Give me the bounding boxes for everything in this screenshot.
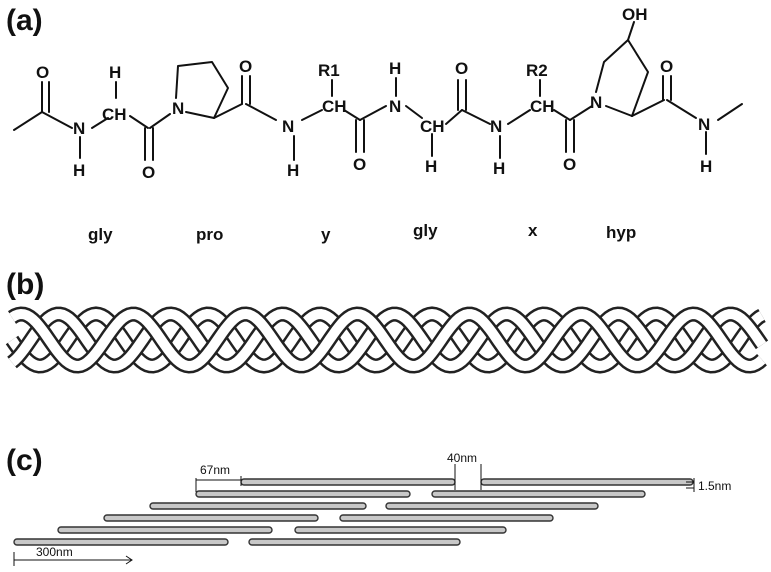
helix-strand-2	[7, 306, 769, 374]
atom-ch-gly1: CH	[102, 105, 127, 124]
atom-n-pro: N	[172, 99, 184, 118]
molecule-rod-2	[480, 478, 694, 486]
molecule-rods	[13, 478, 694, 546]
atom-r1: R1	[318, 61, 340, 80]
atom-o-x: O	[563, 155, 576, 174]
panel-label-c: (c)	[6, 444, 43, 477]
atom-ch-y: CH	[322, 97, 347, 116]
dimension-300nm: 300nm	[13, 545, 133, 566]
residue-x: x	[528, 221, 538, 240]
residue-names: gly pro y gly x hyp	[88, 221, 636, 244]
atom-h-gly1-ca: H	[109, 63, 121, 82]
atom-h-terminal: H	[700, 157, 712, 176]
atom-h-gly2-n: H	[389, 59, 401, 78]
atom-o-gly1: O	[142, 163, 155, 182]
atom-n-y: N	[282, 117, 294, 136]
residue-pro: pro	[196, 225, 223, 244]
atom-h-gly1-n: H	[73, 161, 85, 180]
label-67nm: 67nm	[200, 463, 230, 477]
atom-n-terminal: N	[698, 115, 710, 134]
molecule-rod-5	[149, 502, 367, 510]
atom-n-gly1: N	[73, 119, 85, 138]
residue-hyp: hyp	[606, 223, 636, 242]
molecule-rod-6	[385, 502, 599, 510]
atom-o-gly2: O	[455, 59, 468, 78]
molecule-rod-10	[294, 526, 507, 534]
residue-gly-2: gly	[413, 221, 438, 240]
molecule-rod-11	[13, 538, 229, 546]
label-300nm: 300nm	[36, 545, 73, 559]
triple-helix	[5, 306, 769, 374]
molecule-rod-9	[57, 526, 273, 534]
atom-n-x: N	[490, 117, 502, 136]
dimension-40nm: 40nm	[447, 451, 482, 490]
dimension-67nm: 67nm	[195, 463, 242, 492]
peptide-structure: O N H H CH O N O N H R1 CH O H N CH H O …	[13, 5, 743, 244]
residue-y: y	[321, 225, 331, 244]
backbone-bonds	[13, 21, 743, 161]
atom-o-hyp: O	[660, 57, 673, 76]
fibril-packing: 67nm 40nm 1.5nm 300nm	[13, 451, 731, 566]
label-40nm: 40nm	[447, 451, 477, 465]
panel-label-b: (b)	[6, 268, 44, 301]
atom-labels: O N H H CH O N O N H R1 CH O H N CH H O …	[36, 5, 712, 182]
dimension-1-5nm: 1.5nm	[686, 478, 731, 493]
atom-ch-x: CH	[530, 97, 555, 116]
atom-h-x-n: H	[493, 159, 505, 178]
atom-n-gly2: N	[389, 97, 401, 116]
atom-o-y: O	[353, 155, 366, 174]
atom-h-y-n: H	[287, 161, 299, 180]
label-1-5nm: 1.5nm	[698, 479, 731, 493]
atom-o-pro: O	[239, 57, 252, 76]
molecule-rod-7	[103, 514, 319, 522]
molecule-rod-4	[431, 490, 646, 498]
atom-oh-hyp: OH	[622, 5, 648, 24]
atom-r2: R2	[526, 61, 548, 80]
panel-label-a: (a)	[6, 4, 43, 37]
atom-ch-gly2: CH	[420, 117, 445, 136]
atom-n-hyp: N	[590, 93, 602, 112]
molecule-rod-3	[195, 490, 411, 498]
molecule-rod-12	[248, 538, 461, 546]
molecule-rod-8	[339, 514, 554, 522]
atom-o-acetyl: O	[36, 63, 49, 82]
molecule-rod-1	[240, 478, 456, 486]
helix-strand-3	[7, 306, 767, 374]
atom-h-gly2-ca: H	[425, 157, 437, 176]
residue-gly-1: gly	[88, 225, 113, 244]
